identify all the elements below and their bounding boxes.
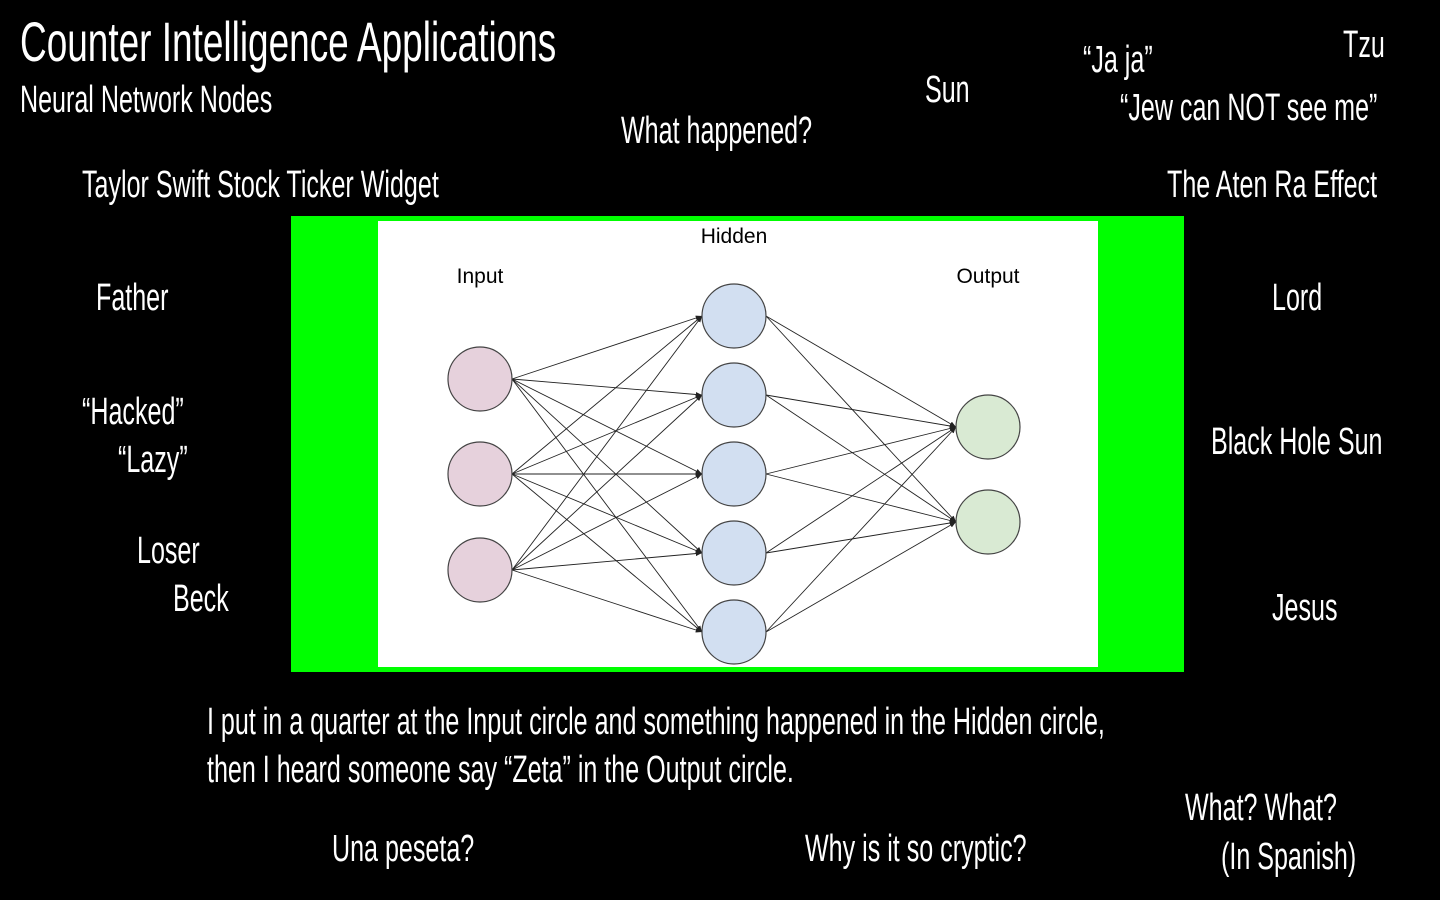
label-beck: Beck xyxy=(173,578,229,620)
connection-arrow xyxy=(765,426,957,554)
connection-arrow xyxy=(511,315,703,475)
caption-line-2: then I heard someone say “Zeta” in the O… xyxy=(207,749,794,791)
label-what-happened: What happened? xyxy=(621,110,813,152)
hidden-node xyxy=(701,441,767,507)
connection-arrow xyxy=(765,394,957,429)
label-father: Father xyxy=(96,277,169,319)
neural-network-diagram: Input Hidden Output xyxy=(378,221,1098,667)
label-in-spanish: (In Spanish) xyxy=(1221,836,1357,878)
connection-arrow xyxy=(765,520,957,554)
connection-arrow xyxy=(511,569,703,633)
label-black-hole-sun: Black Hole Sun xyxy=(1211,421,1383,463)
hidden-node xyxy=(701,362,767,428)
label-taylor-swift: Taylor Swift Stock Ticker Widget xyxy=(82,164,439,206)
connection-arrow xyxy=(511,378,703,554)
hidden-node xyxy=(701,520,767,586)
connection-arrow xyxy=(511,378,703,397)
label-jew-can-not-see-me: “Jew can NOT see me” xyxy=(1120,87,1378,129)
caption-line-1: I put in a quarter at the Input circle a… xyxy=(207,701,1105,743)
connection-arrow xyxy=(511,315,703,380)
connection-arrow xyxy=(765,426,957,633)
label-aten-ra: The Aten Ra Effect xyxy=(1167,164,1378,206)
layer-label-hidden: Hidden xyxy=(701,225,768,248)
connection-arrow xyxy=(765,426,957,475)
network-svg: Input Hidden Output xyxy=(447,225,1021,665)
connection-arrow xyxy=(765,315,957,428)
connection-arrow xyxy=(511,315,703,571)
input-node xyxy=(447,441,513,507)
connection-arrow xyxy=(511,378,703,633)
label-loser: Loser xyxy=(137,530,200,572)
connection-arrow xyxy=(511,394,703,475)
hidden-node xyxy=(701,283,767,349)
connection-arrow xyxy=(511,473,703,571)
connection-arrow xyxy=(511,551,703,571)
label-hacked: “Hacked” xyxy=(82,391,184,433)
label-why-cryptic: Why is it so cryptic? xyxy=(805,828,1027,870)
output-node xyxy=(955,489,1021,555)
connection-arrow xyxy=(765,473,957,523)
label-what-what: What? What? xyxy=(1185,787,1337,829)
label-tzu: Tzu xyxy=(1343,24,1385,66)
connection-arrow xyxy=(511,473,703,633)
label-ja-ja: “Ja ja” xyxy=(1083,39,1153,81)
layer-label-input: Input xyxy=(457,265,504,288)
connection-arrow xyxy=(765,521,957,633)
connection-arrow xyxy=(765,394,957,523)
input-node xyxy=(447,346,513,412)
input-node xyxy=(447,537,513,603)
label-lazy: “Lazy” xyxy=(118,439,188,481)
slide-title: Counter Intelligence Applications xyxy=(20,10,557,73)
connection-arrow xyxy=(511,378,703,475)
label-sun: Sun xyxy=(925,69,970,111)
label-una-peseta: Una peseta? xyxy=(332,828,475,870)
connection-arrow xyxy=(765,315,957,523)
label-lord: Lord xyxy=(1272,277,1323,319)
connection-arrow xyxy=(511,394,703,571)
hidden-node xyxy=(701,599,767,665)
connection-arrow xyxy=(511,473,703,554)
layer-label-output: Output xyxy=(956,265,1019,288)
slide-subtitle: Neural Network Nodes xyxy=(20,79,273,121)
output-node xyxy=(955,394,1021,460)
label-jesus: Jesus xyxy=(1272,587,1338,629)
